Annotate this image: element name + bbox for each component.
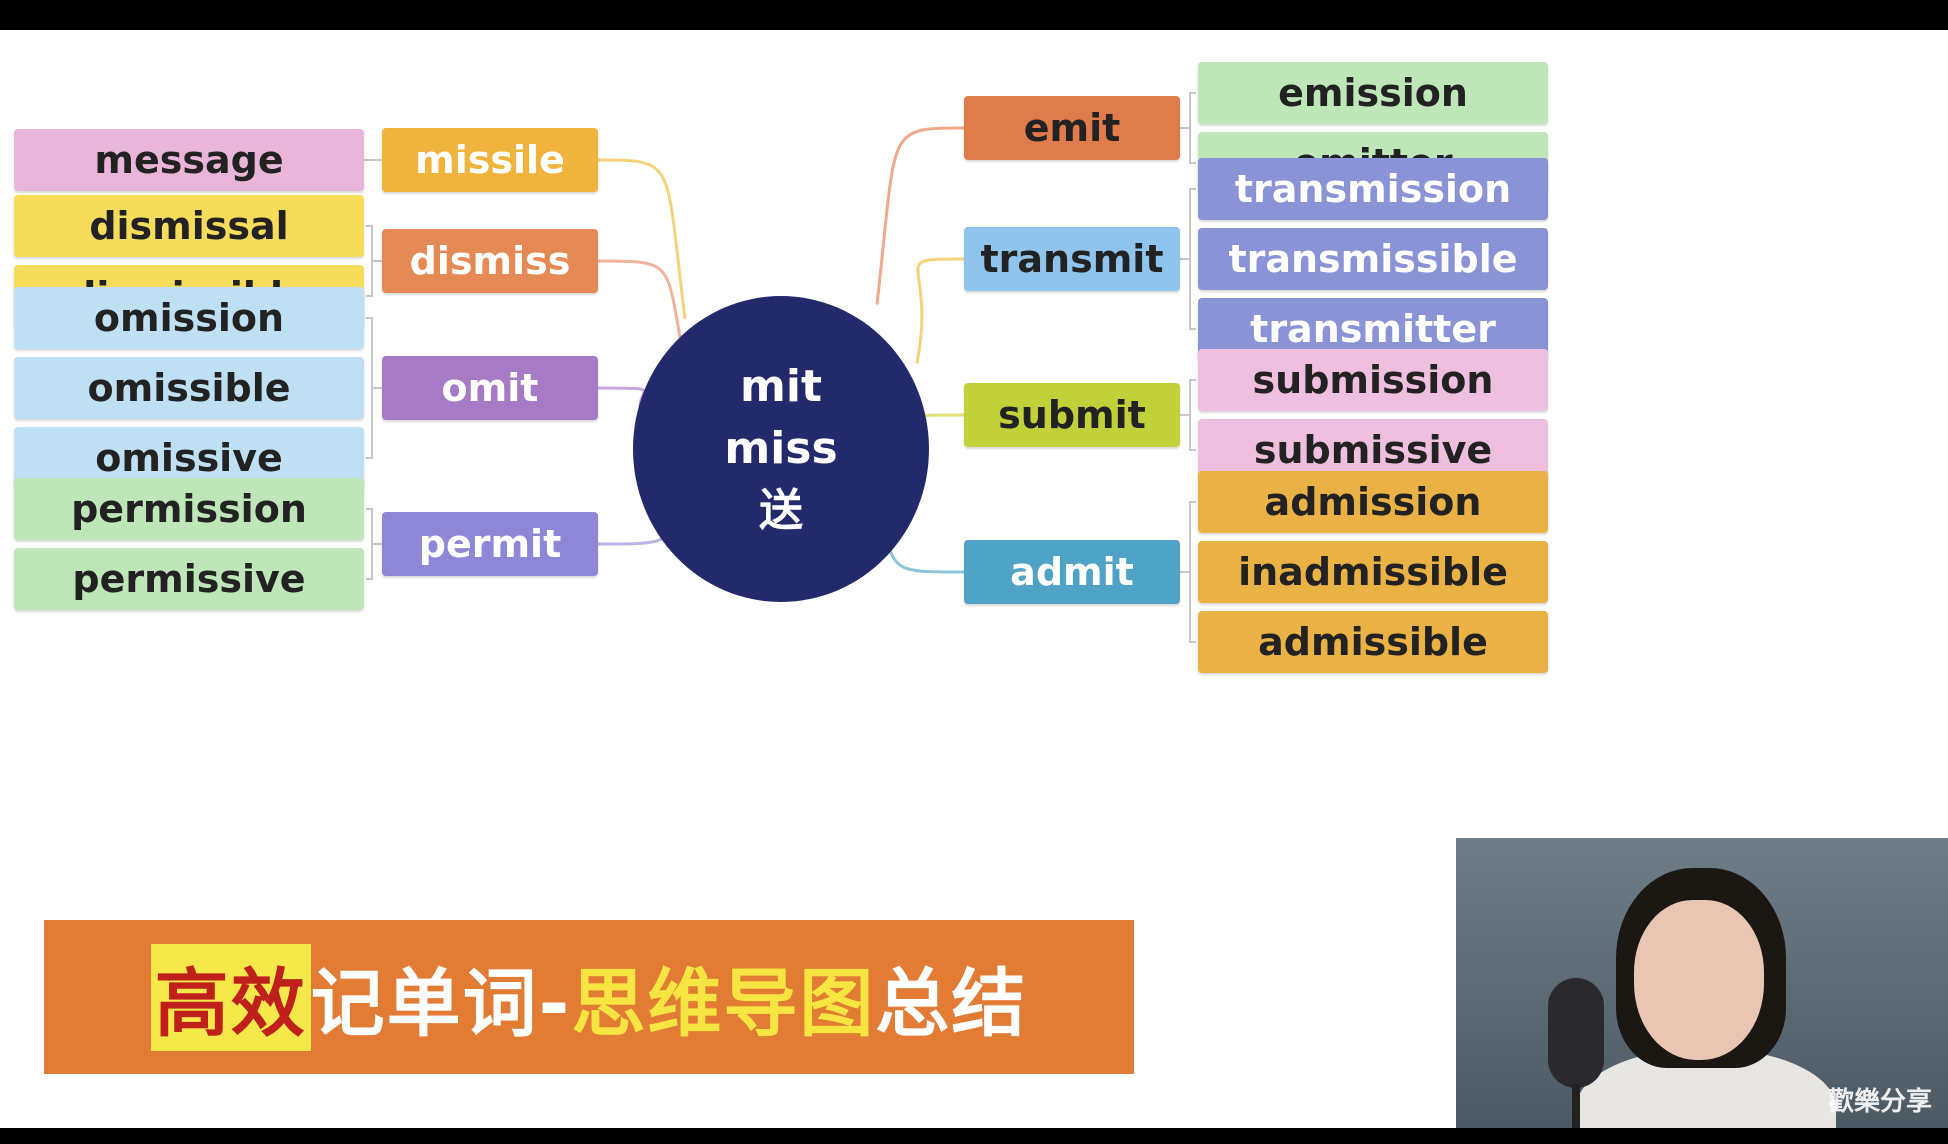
center-line-3: 送 — [759, 485, 803, 536]
leaf-inadmissible: inadmissible — [1198, 541, 1548, 603]
bracket-emit — [1189, 92, 1196, 164]
link-dismiss — [597, 259, 687, 365]
banner-text-yellow: 思维导图 — [571, 960, 876, 1047]
branch-dismiss: dismiss — [382, 229, 598, 293]
bracket-submit — [1189, 379, 1196, 451]
link-missile — [597, 158, 687, 320]
branch-emit: emit — [964, 96, 1180, 160]
banner-text-white: 记单词- — [310, 960, 572, 1047]
presenter-face — [1634, 900, 1764, 1060]
slide: missilemessagedismissdismissaldismissibl… — [0, 30, 1948, 1128]
microphone-icon — [1548, 978, 1604, 1088]
leaf-omission: omission — [14, 287, 364, 349]
leaf-transmissible: transmissible — [1198, 228, 1548, 290]
bracket-transmit — [1189, 188, 1196, 330]
branch-omit: omit — [382, 356, 598, 420]
bottom-letterbox — [0, 1128, 1948, 1144]
leaf-submission: submission — [1198, 349, 1548, 411]
banner-text-end: 总结 — [875, 960, 1028, 1047]
leaf-admission: admission — [1198, 471, 1548, 533]
link-emit — [875, 126, 965, 305]
leaf-admissible: admissible — [1198, 611, 1548, 673]
branch-permit: permit — [382, 512, 598, 576]
title-banner: 高效记单词-思维导图总结 — [44, 920, 1134, 1074]
webcam-overlay: 歡樂分享 — [1456, 838, 1948, 1128]
leaf-emission: emission — [1198, 62, 1548, 124]
bracket-admit — [1189, 501, 1196, 643]
leaf-dismissal: dismissal — [14, 195, 364, 257]
branch-submit: submit — [964, 383, 1180, 447]
watermark-logo: 歡樂分享 — [1827, 1087, 1932, 1117]
top-letterbox — [0, 0, 1948, 30]
leaf-transmission: transmission — [1198, 158, 1548, 220]
branch-admit: admit — [964, 540, 1180, 604]
link-transmit — [915, 257, 965, 364]
center-line-2: miss — [724, 423, 838, 474]
center-node: mit miss 送 — [633, 296, 929, 602]
bracket-dismiss — [366, 225, 373, 297]
leaf-omissible: omissible — [14, 357, 364, 419]
leaf-submissive: submissive — [1198, 419, 1548, 481]
branch-transmit: transmit — [964, 227, 1180, 291]
branch-missile: missile — [382, 128, 598, 192]
banner-highlight: 高效 — [150, 943, 311, 1051]
mic-stand — [1572, 1084, 1580, 1128]
leaf-permission: permission — [14, 478, 364, 540]
leaf-message: message — [14, 129, 364, 191]
leaf-permissive: permissive — [14, 548, 364, 610]
bracket-permit — [366, 508, 373, 580]
bracket-omit — [366, 317, 373, 459]
center-line-1: mit — [740, 361, 822, 412]
